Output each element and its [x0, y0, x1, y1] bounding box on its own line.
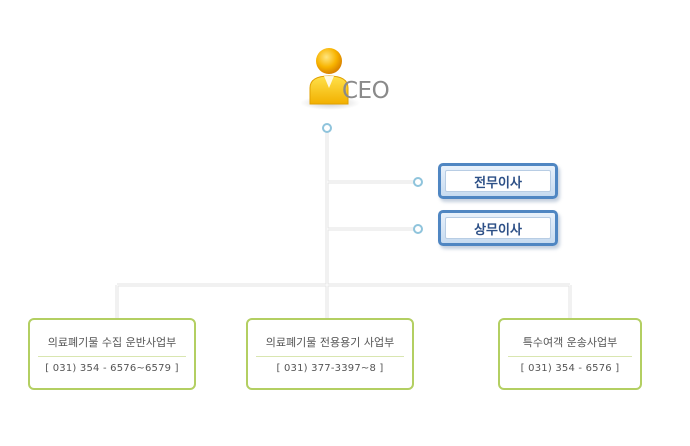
division-box-special-passenger: 특수여객 운송사업부 [ 031) 354 - 6576 ] — [498, 318, 642, 390]
division-title: 의료폐기물 전용용기 사업부 — [256, 334, 404, 357]
division-box-medical-waste-collection: 의료폐기물 수집 운반사업부 [ 031) 354 - 6576~6579 ] — [28, 318, 196, 390]
division-title: 특수여객 운송사업부 — [508, 334, 632, 357]
person-icon — [309, 48, 349, 105]
node-dot-exec-2 — [413, 224, 423, 234]
division-phone: [ 031) 354 - 6576 ] — [520, 363, 620, 374]
division-phone: [ 031) 377-3397~8 ] — [276, 363, 384, 374]
executive-label: 상무이사 — [445, 217, 551, 239]
node-dot-ceo — [322, 123, 332, 133]
ceo-label: CEO — [342, 78, 390, 104]
node-dot-exec-1 — [413, 177, 423, 187]
ceo-node: CEO — [296, 40, 416, 120]
division-box-waste-container: 의료폐기물 전용용기 사업부 [ 031) 377-3397~8 ] — [246, 318, 414, 390]
executive-label: 전무이사 — [445, 170, 551, 192]
executive-box-md: 상무이사 — [438, 210, 558, 246]
division-phone: [ 031) 354 - 6576~6579 ] — [45, 363, 179, 374]
executive-box-senior-md: 전무이사 — [438, 163, 558, 199]
division-title: 의료폐기물 수집 운반사업부 — [38, 334, 186, 357]
